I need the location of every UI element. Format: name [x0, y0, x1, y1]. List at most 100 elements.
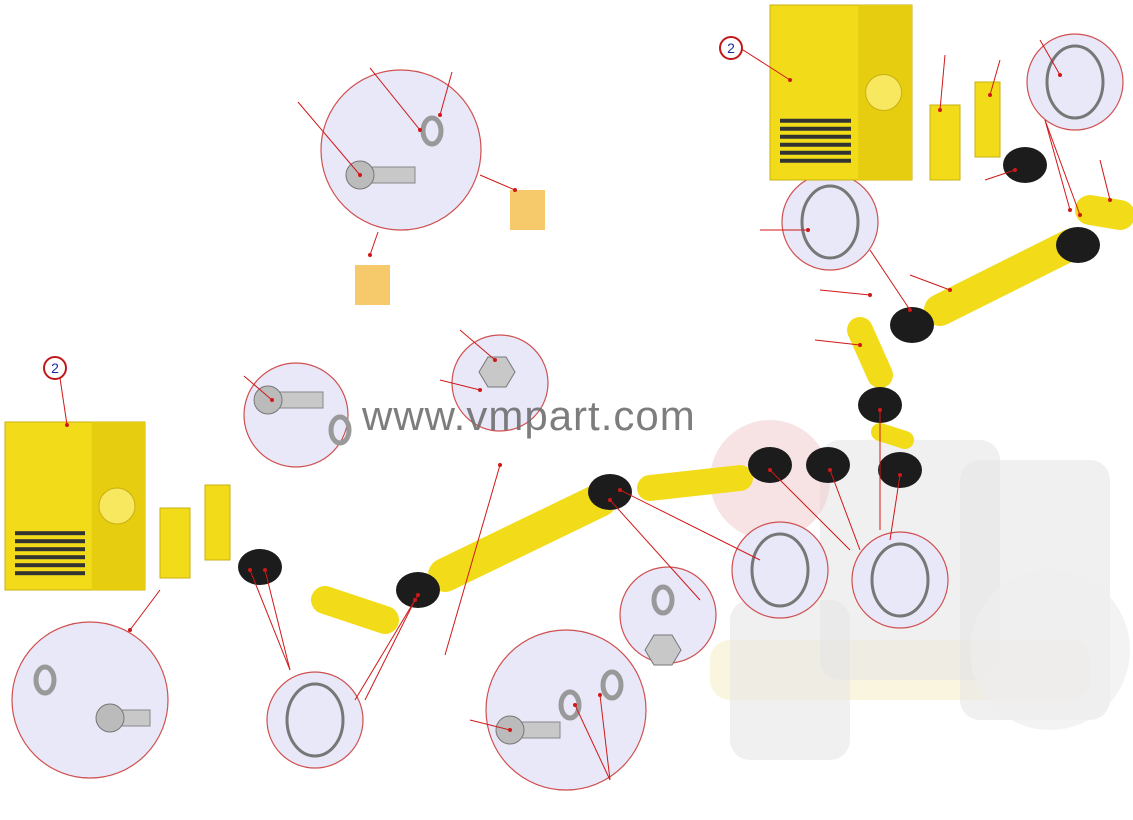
leader-line: [889, 474, 901, 541]
leader-dot: [438, 113, 442, 117]
callout-label-2-left[interactable]: 2: [43, 356, 67, 380]
air-cleaner-grille: [780, 134, 851, 139]
leader-dot: [878, 408, 882, 412]
air-cleaner-inlet: [98, 487, 136, 525]
leader-dot: [573, 703, 577, 707]
leader-dot: [988, 93, 992, 97]
leader-dot: [608, 498, 612, 502]
rubber-coupling: [858, 387, 902, 423]
detail-circle: [320, 69, 482, 231]
leader-dot: [513, 188, 517, 192]
rubber-coupling: [1003, 147, 1047, 183]
leader-line: [264, 569, 291, 671]
air-cleaner-grille: [780, 142, 851, 147]
air-cleaner-grille: [15, 563, 85, 568]
leader-line: [829, 469, 861, 551]
leader-line: [1044, 119, 1071, 211]
hose-clamp: [750, 532, 810, 608]
detail-circle: [781, 173, 879, 271]
detail-circle: [11, 621, 169, 779]
engine-part: [730, 600, 850, 760]
leader-line: [444, 464, 501, 656]
leader-line: [1039, 39, 1061, 76]
intake-pipe: [637, 465, 753, 501]
leader-dot: [128, 628, 132, 632]
washer: [558, 689, 582, 721]
leader-line: [1044, 119, 1081, 216]
leader-line: [249, 569, 291, 671]
rubber-coupling: [890, 307, 934, 343]
intake-pipe: [924, 229, 1086, 326]
leader-dot: [1068, 208, 1072, 212]
hose-clamp: [1045, 44, 1105, 120]
leader-line: [59, 377, 68, 426]
leader-dot: [478, 388, 482, 392]
leader-dot: [508, 728, 512, 732]
leader-line: [869, 249, 911, 311]
gasket-plate: [510, 190, 545, 230]
air-cleaner-grille: [780, 118, 851, 123]
leader-dot: [938, 108, 942, 112]
rubber-coupling: [748, 447, 792, 483]
watermark: www.vmpart.com: [362, 392, 696, 439]
leader-line: [479, 174, 516, 191]
leader-line: [739, 47, 791, 81]
leader-line: [574, 704, 611, 781]
hex-nut: [478, 356, 516, 388]
leader-line: [939, 54, 946, 111]
hex-nut: [644, 634, 682, 666]
air-cleaner-grille: [15, 531, 85, 536]
leader-line: [989, 59, 1001, 96]
leader-line: [769, 469, 851, 551]
leader-dot: [270, 398, 274, 402]
washer: [651, 584, 675, 616]
rubber-coupling: [806, 447, 850, 483]
parts: [4, 4, 1133, 758]
leader-line: [909, 274, 951, 291]
leader-line: [369, 67, 421, 131]
leader-line: [814, 339, 861, 346]
leader-line: [819, 289, 871, 296]
intake-pipe: [1075, 195, 1133, 230]
mounting-bracket: [974, 81, 1001, 158]
callout-label-2-top[interactable]: 2: [719, 36, 743, 60]
leader-dot: [65, 423, 69, 427]
detail-circle: [851, 531, 949, 629]
washer: [328, 414, 352, 446]
leader-line: [599, 694, 611, 781]
leader-dot: [788, 78, 792, 82]
leader-lines: [59, 39, 1112, 781]
hose-clamp: [870, 542, 930, 618]
leader-line: [459, 329, 496, 361]
leader-line: [354, 594, 419, 701]
leader-line: [1099, 159, 1111, 201]
leader-dot: [868, 293, 872, 297]
rubber-coupling: [238, 549, 282, 585]
rubber-coupling: [588, 474, 632, 510]
air-cleaner-grille: [780, 158, 851, 163]
bolt-head: [95, 703, 125, 733]
leader-dot: [898, 473, 902, 477]
leader-dot: [828, 468, 832, 472]
air-cleaner-inlet: [865, 74, 903, 111]
leader-line: [439, 71, 453, 116]
intake-pipe: [311, 586, 399, 634]
washer: [420, 115, 444, 147]
leader-dot: [493, 358, 497, 362]
leader-line: [609, 499, 701, 601]
gasket-plate: [355, 265, 390, 305]
engine-ghost: [710, 420, 1130, 760]
hose-clamp: [285, 682, 345, 758]
engine-flywheel: [970, 570, 1130, 730]
leader-dot: [418, 128, 422, 132]
leader-dot: [1058, 73, 1062, 77]
leader-dot: [413, 598, 417, 602]
washer: [600, 669, 624, 701]
intake-pipe: [847, 317, 893, 388]
detail-circle: [266, 671, 364, 769]
leader-line: [369, 231, 379, 256]
leader-line: [619, 489, 761, 561]
mounting-bracket: [929, 104, 961, 181]
leader-dot: [598, 693, 602, 697]
